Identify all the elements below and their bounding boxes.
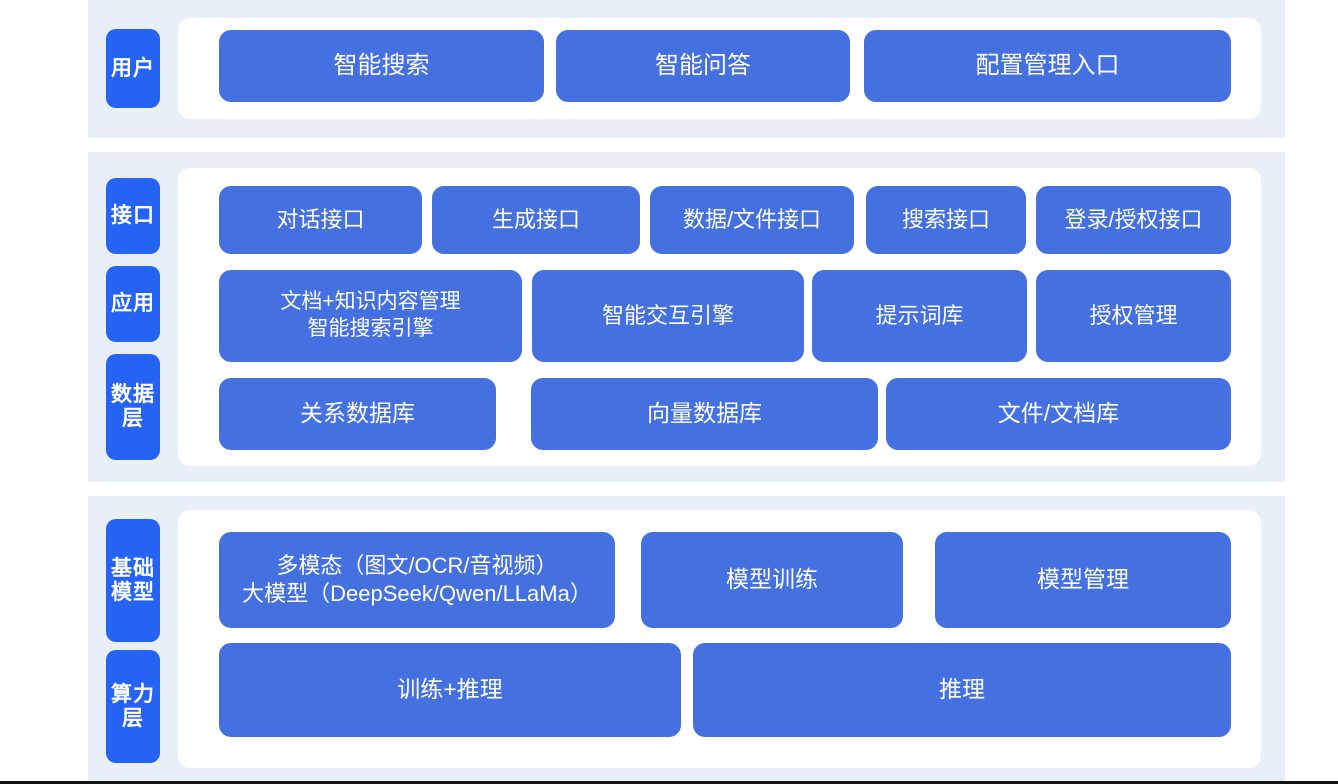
box-label-line-1: 文档+知识内容管理 xyxy=(280,290,461,314)
box-prompt-library[interactable]: 提示词库 xyxy=(812,270,1027,362)
layer-chip-foundation-model-label: 基础模型 xyxy=(111,556,155,604)
box-model-training[interactable]: 模型训练 xyxy=(641,532,903,628)
box-label: 数据/文件接口 xyxy=(682,206,822,232)
box-label: 搜索接口 xyxy=(901,206,990,232)
box-vector-database[interactable]: 向量数据库 xyxy=(531,378,878,450)
box-label-line-2: 大模型（DeepSeek/Qwen/LLaMa） xyxy=(242,581,592,606)
box-label: 智能交互引擎 xyxy=(601,302,734,328)
box-config-management-entry[interactable]: 配置管理入口 xyxy=(864,30,1231,102)
layer-chip-data[interactable]: 数据层 xyxy=(106,354,160,460)
box-smart-qa[interactable]: 智能问答 xyxy=(556,30,850,102)
layer-chip-app[interactable]: 应用 xyxy=(106,266,160,342)
box-authorization-management[interactable]: 授权管理 xyxy=(1036,270,1231,362)
layer-chip-app-label: 应用 xyxy=(111,292,155,316)
layer-chip-user-label: 用户 xyxy=(111,56,155,80)
box-label: 配置管理入口 xyxy=(975,51,1120,79)
layer-chip-compute[interactable]: 算力层 xyxy=(106,650,160,763)
layer-chip-user[interactable]: 用户 xyxy=(106,29,160,108)
box-label: 模型训练 xyxy=(726,566,818,593)
box-file-document-store[interactable]: 文件/文档库 xyxy=(886,378,1231,450)
box-label: 训练+推理 xyxy=(397,676,503,703)
box-label: 授权管理 xyxy=(1089,302,1178,328)
box-label: 登录/授权接口 xyxy=(1064,206,1203,232)
box-label: 推理 xyxy=(939,676,985,703)
box-model-management[interactable]: 模型管理 xyxy=(935,532,1231,628)
box-label: 对话接口 xyxy=(276,206,365,232)
box-label: 文件/文档库 xyxy=(997,400,1120,427)
box-data-file-api[interactable]: 数据/文件接口 xyxy=(650,186,854,254)
box-label: 模型管理 xyxy=(1037,566,1129,593)
layer-chip-foundation-model[interactable]: 基础模型 xyxy=(106,519,160,642)
box-label-line-1: 多模态（图文/OCR/音视频） xyxy=(276,552,558,578)
bottom-edge-rule xyxy=(0,781,1338,784)
box-relational-database[interactable]: 关系数据库 xyxy=(219,378,496,450)
box-training-and-inference[interactable]: 训练+推理 xyxy=(219,643,681,737)
box-smart-interaction-engine[interactable]: 智能交互引擎 xyxy=(532,270,804,362)
box-login-auth-api[interactable]: 登录/授权接口 xyxy=(1036,186,1231,254)
box-label: 提示词库 xyxy=(875,302,964,328)
box-label-line-2: 智能搜索引擎 xyxy=(307,317,434,340)
box-inference[interactable]: 推理 xyxy=(693,643,1231,737)
layer-chip-api-label: 接口 xyxy=(111,204,155,228)
box-generation-api[interactable]: 生成接口 xyxy=(432,186,640,254)
box-label: 智能搜索 xyxy=(333,51,430,79)
layer-chip-data-label: 数据层 xyxy=(111,383,155,430)
box-label: 智能问答 xyxy=(655,51,751,79)
box-document-knowledge-management[interactable]: 文档+知识内容管理 智能搜索引擎 xyxy=(219,270,522,362)
box-smart-search[interactable]: 智能搜索 xyxy=(219,30,544,102)
layer-chip-api[interactable]: 接口 xyxy=(106,178,160,254)
box-label: 关系数据库 xyxy=(300,400,415,427)
box-label: 向量数据库 xyxy=(647,400,762,427)
layer-chip-compute-label: 算力层 xyxy=(111,682,155,730)
box-label: 生成接口 xyxy=(491,206,580,232)
box-dialogue-api[interactable]: 对话接口 xyxy=(219,186,422,254)
box-search-api[interactable]: 搜索接口 xyxy=(866,186,1026,254)
box-multimodal-large-model[interactable]: 多模态（图文/OCR/音视频） 大模型（DeepSeek/Qwen/LLaMa） xyxy=(219,532,615,628)
